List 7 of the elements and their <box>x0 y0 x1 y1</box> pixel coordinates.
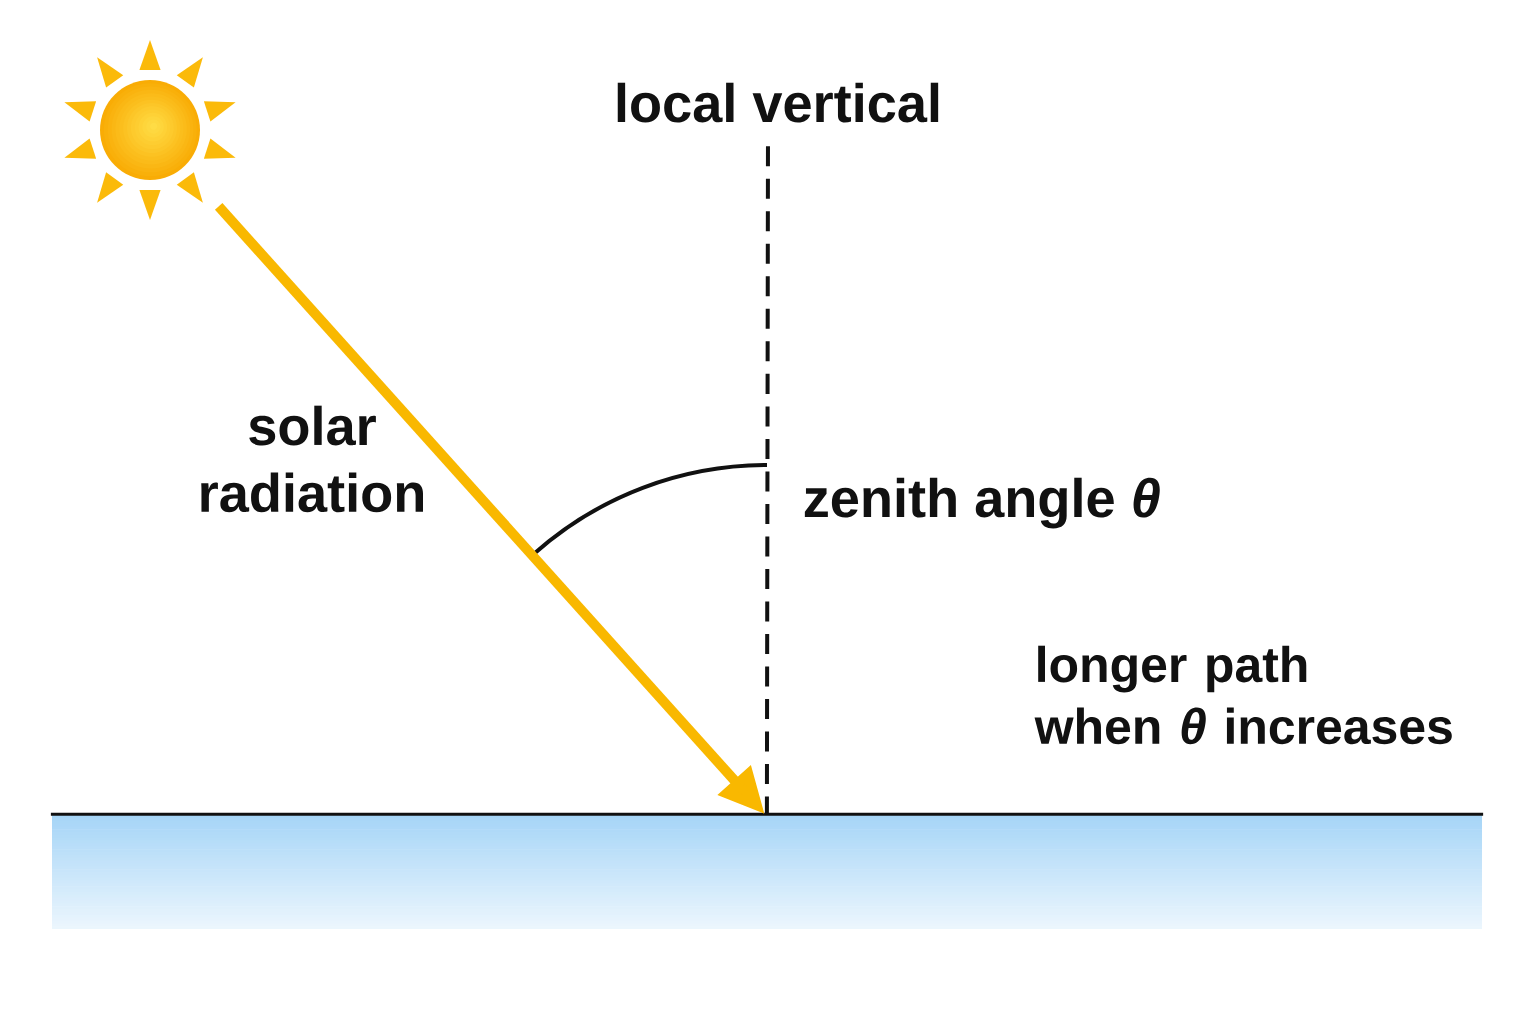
dashed-line <box>764 146 770 815</box>
angle-label: zenith angle θ <box>804 477 1160 529</box>
annotation-text: longer path when θ increases <box>1034 645 1452 745</box>
ground-band <box>50 812 1484 929</box>
edge-label: solar radiation <box>201 405 423 513</box>
sun-icon <box>64 40 236 220</box>
line-label: local vertical <box>617 82 939 123</box>
